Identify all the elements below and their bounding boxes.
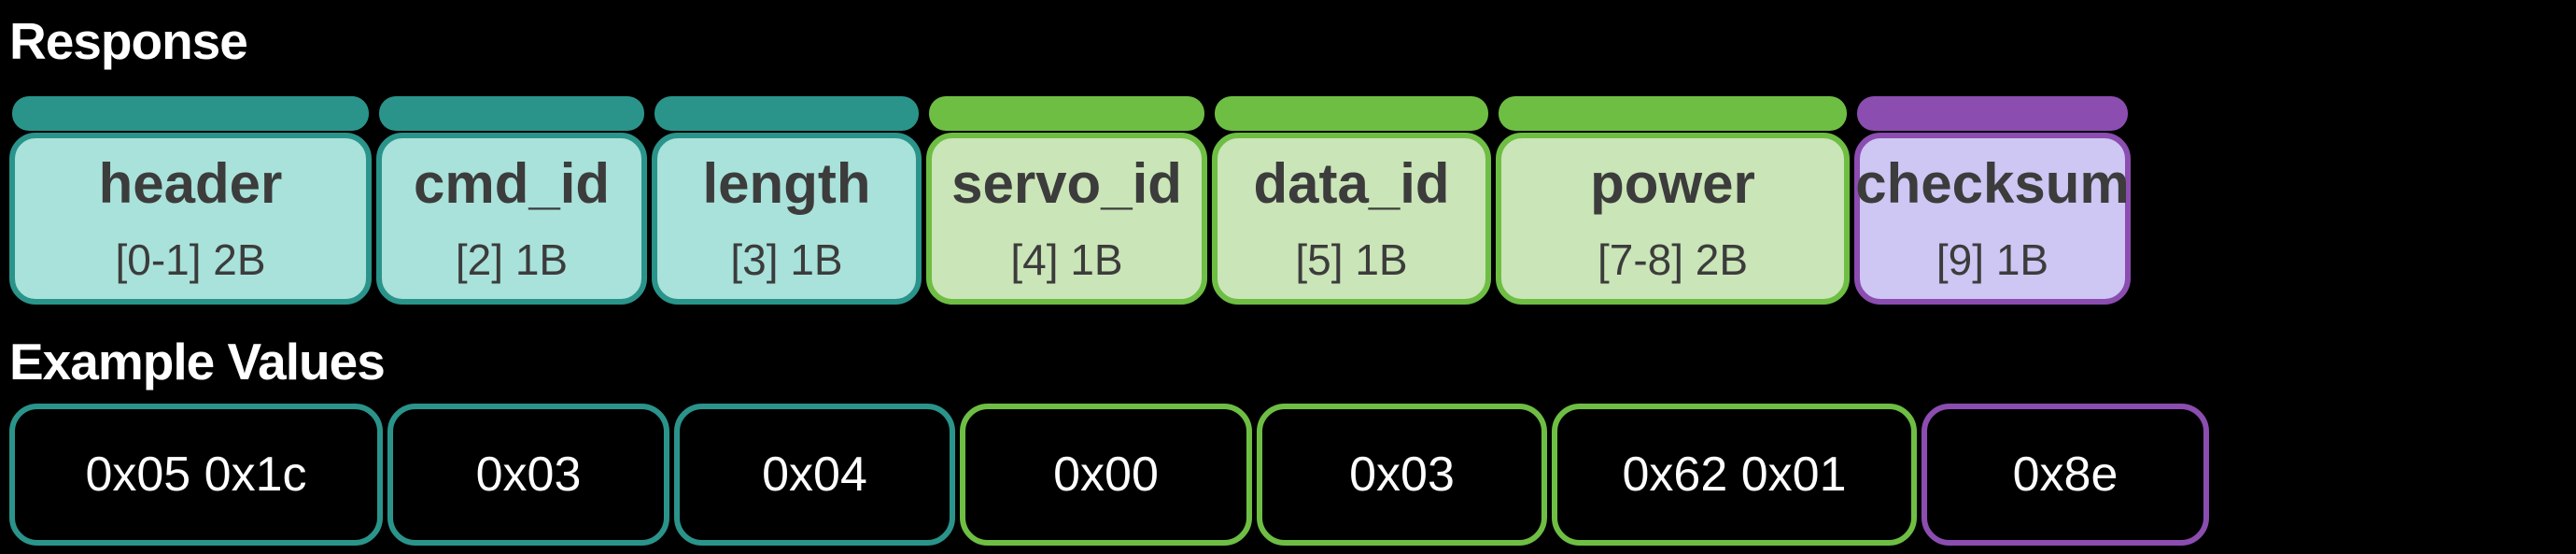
field-cmd-id-box: cmd_id [2] 1B (376, 133, 647, 305)
field-bytes: [2] 1B (455, 235, 569, 284)
field-header-box: header [0-1] 2B (9, 133, 372, 305)
field-name: length (702, 152, 871, 215)
field-bytes: [0-1] 2B (115, 235, 266, 284)
field-checksum: checksum [9] 1B (1854, 96, 2131, 305)
example-values-title: Example Values (9, 333, 386, 391)
field-bytes: [3] 1B (730, 235, 843, 284)
value-data-id: 0x03 (1257, 404, 1547, 546)
field-servo-id-box: servo_id [4] 1B (926, 133, 1207, 305)
field-bytes: [4] 1B (1010, 235, 1123, 284)
field-checksum-color-bar (1857, 96, 2128, 131)
field-length-color-bar (655, 96, 919, 131)
field-checksum-box: checksum [9] 1B (1854, 133, 2131, 305)
field-data-id-box: data_id [5] 1B (1212, 133, 1491, 305)
field-power-color-bar (1499, 96, 1847, 131)
field-power-box: power [7-8] 2B (1496, 133, 1850, 305)
field-header-color-bar (12, 96, 369, 131)
field-servo-id-color-bar (929, 96, 1204, 131)
field-length: length [3] 1B (652, 96, 922, 305)
value-servo-id: 0x00 (960, 404, 1252, 546)
response-fields-row: header [0-1] 2B cmd_id [2] 1B length [3]… (9, 96, 2131, 305)
field-bytes: [9] 1B (1936, 235, 2049, 284)
field-bytes: [5] 1B (1295, 235, 1408, 284)
value-length: 0x04 (674, 404, 955, 546)
field-data-id-color-bar (1215, 96, 1488, 131)
value-header: 0x05 0x1c (9, 404, 383, 546)
field-servo-id: servo_id [4] 1B (926, 96, 1207, 305)
field-name: cmd_id (413, 152, 611, 215)
field-name: power (1590, 152, 1755, 215)
response-title: Response (9, 12, 248, 70)
field-cmd-id-color-bar (379, 96, 644, 131)
field-cmd-id: cmd_id [2] 1B (376, 96, 647, 305)
field-name: checksum (1855, 152, 2130, 215)
field-bytes: [7-8] 2B (1597, 235, 1749, 284)
field-name: servo_id (951, 152, 1182, 215)
field-length-box: length [3] 1B (652, 133, 922, 305)
field-power: power [7-8] 2B (1496, 96, 1850, 305)
value-checksum: 0x8e (1921, 404, 2209, 546)
value-cmd-id: 0x03 (387, 404, 669, 546)
value-power: 0x62 0x01 (1552, 404, 1917, 546)
example-values-row: 0x05 0x1c 0x03 0x04 0x00 0x03 0x62 0x01 … (9, 404, 2209, 546)
field-header: header [0-1] 2B (9, 96, 372, 305)
field-name: data_id (1253, 152, 1450, 215)
field-data-id: data_id [5] 1B (1212, 96, 1491, 305)
field-name: header (98, 152, 283, 215)
